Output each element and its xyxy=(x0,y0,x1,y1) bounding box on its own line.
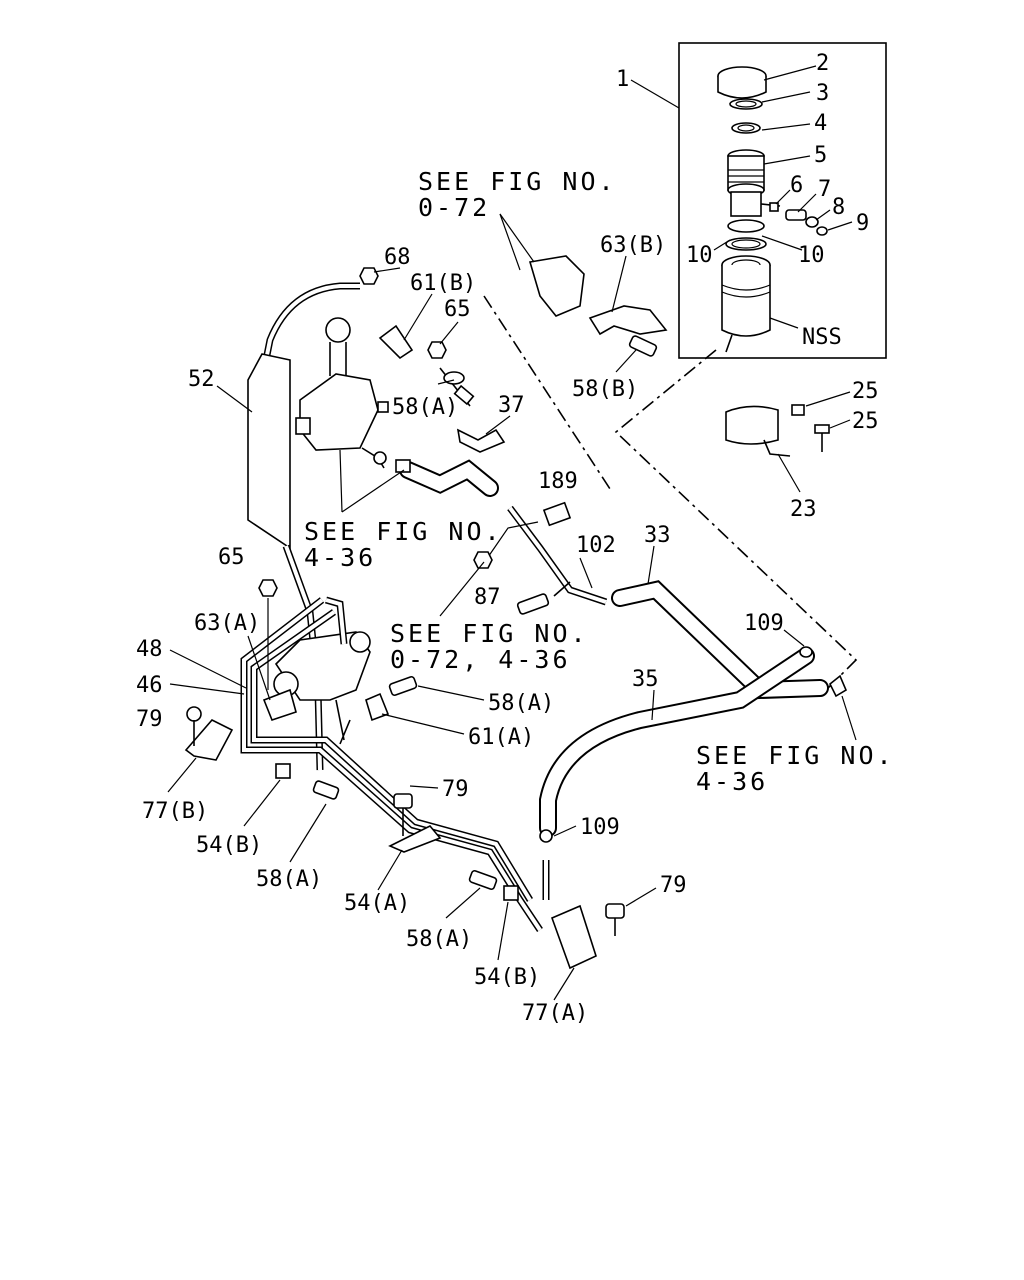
callout-109-bottom: 109 xyxy=(580,815,620,840)
callout-2: 2 xyxy=(816,51,829,76)
callout-102: 102 xyxy=(576,533,616,558)
ref-note-2-line2: 4-36 xyxy=(304,543,376,572)
callout-4: 4 xyxy=(814,111,827,136)
callout-nss: NSS xyxy=(802,325,842,350)
ref-note-1-line1: SEE FIG NO. xyxy=(418,167,617,196)
reference-notes: SEE FIG NO. 0-72 SEE FIG NO. 4-36 SEE FI… xyxy=(304,167,895,796)
callout-63a: 63(A) xyxy=(194,611,260,636)
callout-7: 7 xyxy=(818,177,831,202)
callout-189: 189 xyxy=(538,469,578,494)
reservoir-assembly xyxy=(678,42,887,359)
callout-9: 9 xyxy=(856,211,869,236)
callout-63b: 63(B) xyxy=(600,233,666,258)
callout-79-left: 79 xyxy=(136,707,163,732)
callout-37: 37 xyxy=(498,393,525,418)
callout-46: 46 xyxy=(136,673,163,698)
callout-1: 1 xyxy=(616,67,629,92)
callout-109-top: 109 xyxy=(744,611,784,636)
callout-77a: 77(A) xyxy=(522,1001,588,1026)
ref-note-3-line2: 0-72, 4-36 xyxy=(390,645,571,674)
callout-87: 87 xyxy=(474,585,501,610)
callout-79-mid: 79 xyxy=(442,777,469,802)
callout-58a-top: 58(A) xyxy=(392,395,458,420)
reference-dash-lines xyxy=(483,295,858,689)
ref-note-4-line2: 4-36 xyxy=(696,767,768,796)
reservoir-clamp-bracket xyxy=(725,391,851,493)
callout-65-top: 65 xyxy=(444,297,471,322)
callout-61b: 61(B) xyxy=(410,271,476,296)
callout-54b-bottom: 54(B) xyxy=(474,965,540,990)
ref-note-1-line2: 0-72 xyxy=(418,193,490,222)
pump-leaders xyxy=(339,267,485,617)
callout-8: 8 xyxy=(832,195,845,220)
ref-note-2-line1: SEE FIG NO. xyxy=(304,517,503,546)
callout-58a-mid: 58(A) xyxy=(488,691,554,716)
callout-61a: 61(A) xyxy=(468,725,534,750)
callout-labels: 1 2 3 4 5 6 7 8 9 10 10 NSS 25 25 23 68 … xyxy=(136,51,879,1026)
callout-77b: 77(B) xyxy=(142,799,208,824)
callout-68: 68 xyxy=(384,245,411,270)
bracket-63b xyxy=(499,213,668,373)
callout-25-bottom: 25 xyxy=(852,409,879,434)
callout-58a-left: 58(A) xyxy=(256,867,322,892)
ref-note-4-line1: SEE FIG NO. xyxy=(696,741,895,770)
ref-note-3-line1: SEE FIG NO. xyxy=(390,619,589,648)
callout-25-top: 25 xyxy=(852,379,879,404)
lower-brackets xyxy=(167,579,657,1001)
callout-54a: 54(A) xyxy=(344,891,410,916)
callout-3: 3 xyxy=(816,81,829,106)
callout-48: 48 xyxy=(136,637,163,662)
callout-52: 52 xyxy=(188,367,215,392)
callout-58b: 58(B) xyxy=(572,377,638,402)
callout-10-right: 10 xyxy=(798,243,825,268)
steering-gear xyxy=(273,596,371,745)
callout-79-right: 79 xyxy=(660,873,687,898)
callout-65-mid: 65 xyxy=(218,545,245,570)
callout-6: 6 xyxy=(790,173,803,198)
oil-pump xyxy=(295,267,511,497)
callout-5: 5 xyxy=(814,143,827,168)
callout-35: 35 xyxy=(632,667,659,692)
callout-10-left: 10 xyxy=(686,243,713,268)
callout-23: 23 xyxy=(790,497,817,522)
inset-leaders xyxy=(630,65,853,329)
callout-54b-left: 54(B) xyxy=(196,833,262,858)
return-hoses xyxy=(473,501,857,900)
callout-58a-bottom: 58(A) xyxy=(406,927,472,952)
callout-33: 33 xyxy=(644,523,671,548)
